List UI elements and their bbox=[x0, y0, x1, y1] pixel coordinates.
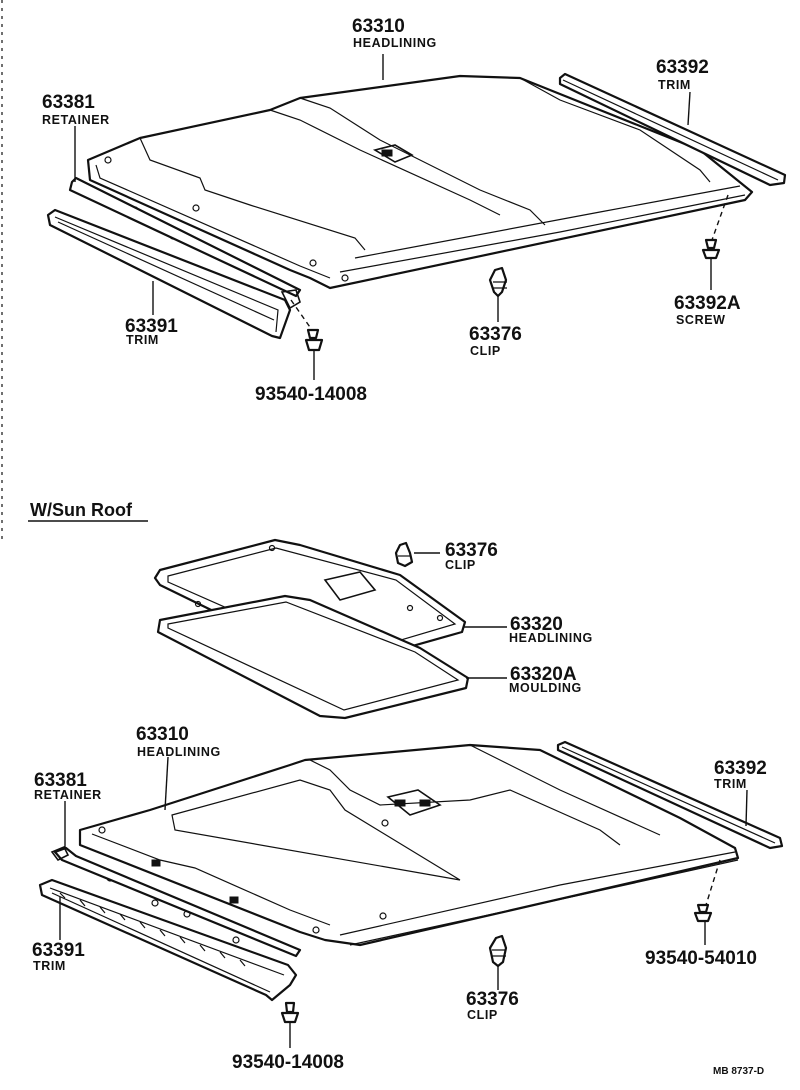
bottom-trim-63391 bbox=[38, 878, 298, 1002]
top-screw-93540-14008 bbox=[304, 328, 324, 352]
bottom-screw-left-number: 93540-14008 bbox=[232, 1052, 344, 1073]
moulding-63320A bbox=[156, 594, 470, 720]
top-screw-left-number: 93540-14008 bbox=[255, 384, 367, 405]
top-screw-63392A bbox=[701, 238, 721, 260]
top-clip-number: 63376 bbox=[469, 324, 522, 345]
top-retainer-name: RETAINER bbox=[42, 113, 110, 127]
top-clip-name: CLIP bbox=[470, 344, 501, 358]
top-trim-63392 bbox=[558, 72, 787, 187]
top-screw-right-number: 63392A bbox=[674, 293, 741, 314]
drawing-code: MB 8737-D bbox=[713, 1066, 764, 1077]
moulding-name: MOULDING bbox=[509, 681, 582, 695]
top-headlining-name: HEADLINING bbox=[353, 36, 437, 50]
bottom-clip-name: CLIP bbox=[467, 1008, 498, 1022]
bottom-retainer-number: 63381 bbox=[34, 770, 87, 791]
bottom-trim-63392 bbox=[556, 740, 784, 850]
bottom-screw-right-number: 93540-54010 bbox=[645, 948, 757, 969]
top-screw-right-name: SCREW bbox=[676, 313, 726, 327]
bottom-trim-left-name: TRIM bbox=[33, 959, 66, 973]
bottom-screw-93540-14008 bbox=[280, 1001, 300, 1024]
top-retainer-number: 63381 bbox=[42, 92, 95, 113]
top-clip-63376 bbox=[488, 266, 508, 298]
bottom-clip-number: 63376 bbox=[466, 989, 519, 1010]
bottom-retainer-63381 bbox=[50, 845, 302, 958]
top-trim-right-number: 63392 bbox=[656, 57, 709, 78]
bottom-clip-63376-top bbox=[394, 541, 414, 568]
sunroof-headlining-name: HEADLINING bbox=[509, 631, 593, 645]
bottom-retainer-name: RETAINER bbox=[34, 788, 102, 802]
bottom-headlining-number: 63310 bbox=[136, 724, 189, 745]
bottom-trim-right-number: 63392 bbox=[714, 758, 767, 779]
moulding-number: 63320A bbox=[510, 664, 577, 685]
top-headlining-63310 bbox=[86, 74, 754, 290]
bottom-trim-left-number: 63391 bbox=[32, 940, 85, 961]
top-trim-left-number: 63391 bbox=[125, 316, 178, 337]
bottom-headlining-name: HEADLINING bbox=[137, 745, 221, 759]
sunroof-headlining-number: 63320 bbox=[510, 614, 563, 635]
top-trim-right-name: TRIM bbox=[658, 78, 691, 92]
bottom-trim-right-name: TRIM bbox=[714, 777, 747, 791]
bottom-clip-top-number: 63376 bbox=[445, 540, 498, 561]
top-headlining-number: 63310 bbox=[352, 16, 405, 37]
bottom-screw-93540-54010 bbox=[693, 903, 713, 923]
bottom-clip-63376 bbox=[488, 934, 508, 968]
bottom-clip-top-name: CLIP bbox=[445, 558, 476, 572]
top-trim-left-name: TRIM bbox=[126, 333, 159, 347]
section-title: W/Sun Roof bbox=[30, 500, 133, 520]
top-trim-63391 bbox=[46, 208, 301, 340]
bottom-headlining-63310 bbox=[78, 743, 740, 947]
